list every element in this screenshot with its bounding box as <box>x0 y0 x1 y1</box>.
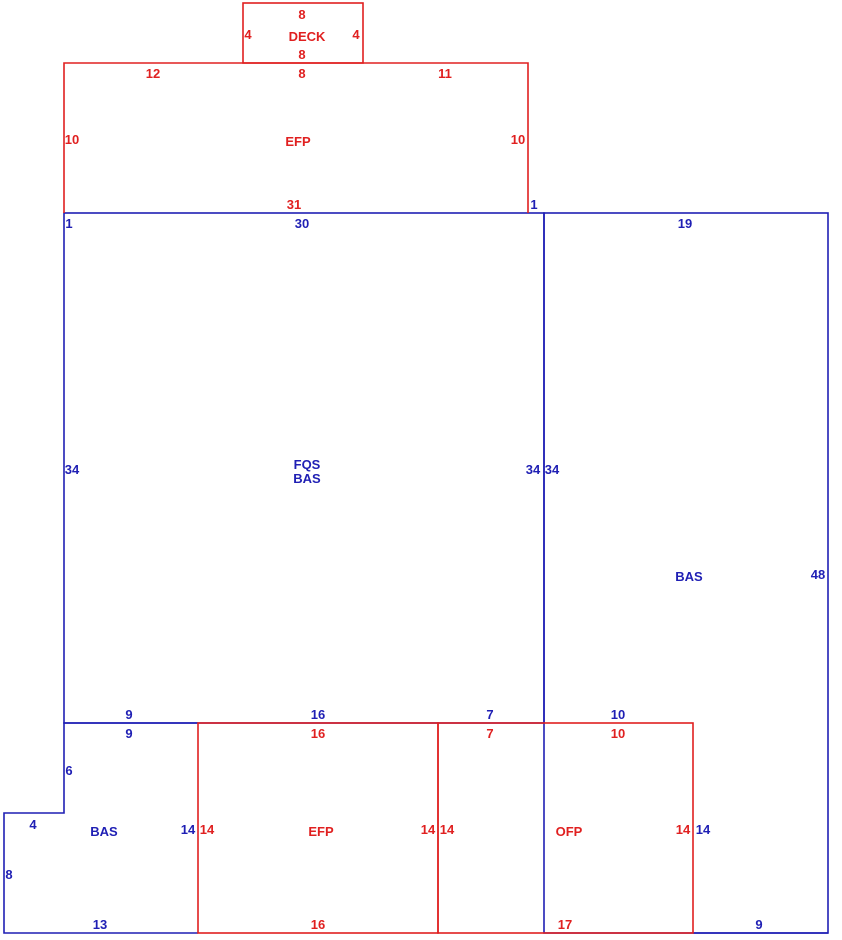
east-bas-dim-bottom: 9 <box>755 917 762 932</box>
ofp-dim-top-b: 10 <box>611 726 625 741</box>
efp-top-dim-top-mid: 8 <box>298 66 305 81</box>
efp-bottom-label: EFP <box>308 824 334 839</box>
efp-top-label: EFP <box>285 134 311 149</box>
efp-bottom-dim-bottom: 16 <box>311 917 325 932</box>
sw-bas-dim-top: 9 <box>125 726 132 741</box>
deck-group: DECK 8 8 4 4 <box>244 7 360 62</box>
ofp-label: OFP <box>556 824 583 839</box>
deck-dim-left: 4 <box>244 27 252 42</box>
deck-dim-top: 8 <box>298 7 305 22</box>
sw-bas-dim-left: 8 <box>5 867 12 882</box>
sw-bas-outline <box>3 722 198 934</box>
ofp-outline <box>437 722 694 934</box>
ofp-dim-bottom: 17 <box>558 917 572 932</box>
efp-top-group: EFP 12 8 11 10 10 31 <box>65 66 525 212</box>
east-bas-dim-top: 19 <box>678 216 692 231</box>
main-dim-top-step: 1 <box>65 216 72 231</box>
porch-outlines <box>63 2 694 934</box>
ofp-dim-top-a: 7 <box>486 726 493 741</box>
efp-top-dim-bottom: 31 <box>287 197 301 212</box>
efp-top-dim-right: 10 <box>511 132 525 147</box>
efp-top-dim-step: 1 <box>530 197 537 212</box>
main-dim-top: 30 <box>295 216 309 231</box>
efp-top-dim-left: 10 <box>65 132 79 147</box>
sw-bas-dim-step-horizontal: 4 <box>29 817 37 832</box>
ofp-dim-left: 14 <box>440 822 455 837</box>
main-dim-bottom-c: 7 <box>486 707 493 722</box>
efp-bottom-dim-right: 14 <box>421 822 436 837</box>
efp-top-dim-top-right: 11 <box>438 66 452 81</box>
main-dim-right: 34 <box>526 462 541 477</box>
sw-bas-dim-right: 14 <box>181 822 196 837</box>
sw-bas-dim-bottom: 13 <box>93 917 107 932</box>
ofp-group: OFP 7 10 14 14 17 14 <box>440 726 711 932</box>
efp-top-outline <box>63 62 529 213</box>
main-dim-left: 34 <box>65 462 80 477</box>
main-dim-bottom-a: 9 <box>125 707 132 722</box>
main-bas-group: FQS BAS 1 1 30 34 34 9 16 7 <box>65 197 541 722</box>
east-bas-dim-right: 48 <box>811 567 825 582</box>
sw-bas-group: BAS 9 6 4 8 13 14 <box>5 726 196 932</box>
efp-bottom-group: EFP 16 14 14 16 <box>200 726 436 932</box>
main-label-fqs: FQS <box>294 457 321 472</box>
deck-dim-bottom: 8 <box>298 47 305 62</box>
deck-dim-right: 4 <box>352 27 360 42</box>
ofp-dim-outer-right: 14 <box>696 822 711 837</box>
efp-top-dim-top-left: 12 <box>146 66 160 81</box>
main-dim-bottom-b: 16 <box>311 707 325 722</box>
deck-label: DECK <box>289 29 326 44</box>
efp-bottom-dim-top: 16 <box>311 726 325 741</box>
east-bas-dim-step: 10 <box>611 707 625 722</box>
east-bas-label: BAS <box>675 569 703 584</box>
east-bas-dim-left: 34 <box>545 462 560 477</box>
ofp-dim-right: 14 <box>676 822 691 837</box>
main-label-bas: BAS <box>293 471 321 486</box>
sw-bas-dim-step-vertical: 6 <box>65 763 72 778</box>
sw-bas-label: BAS <box>90 824 118 839</box>
efp-bottom-dim-left: 14 <box>200 822 215 837</box>
east-bas-group: BAS 19 34 48 10 9 <box>545 216 825 932</box>
